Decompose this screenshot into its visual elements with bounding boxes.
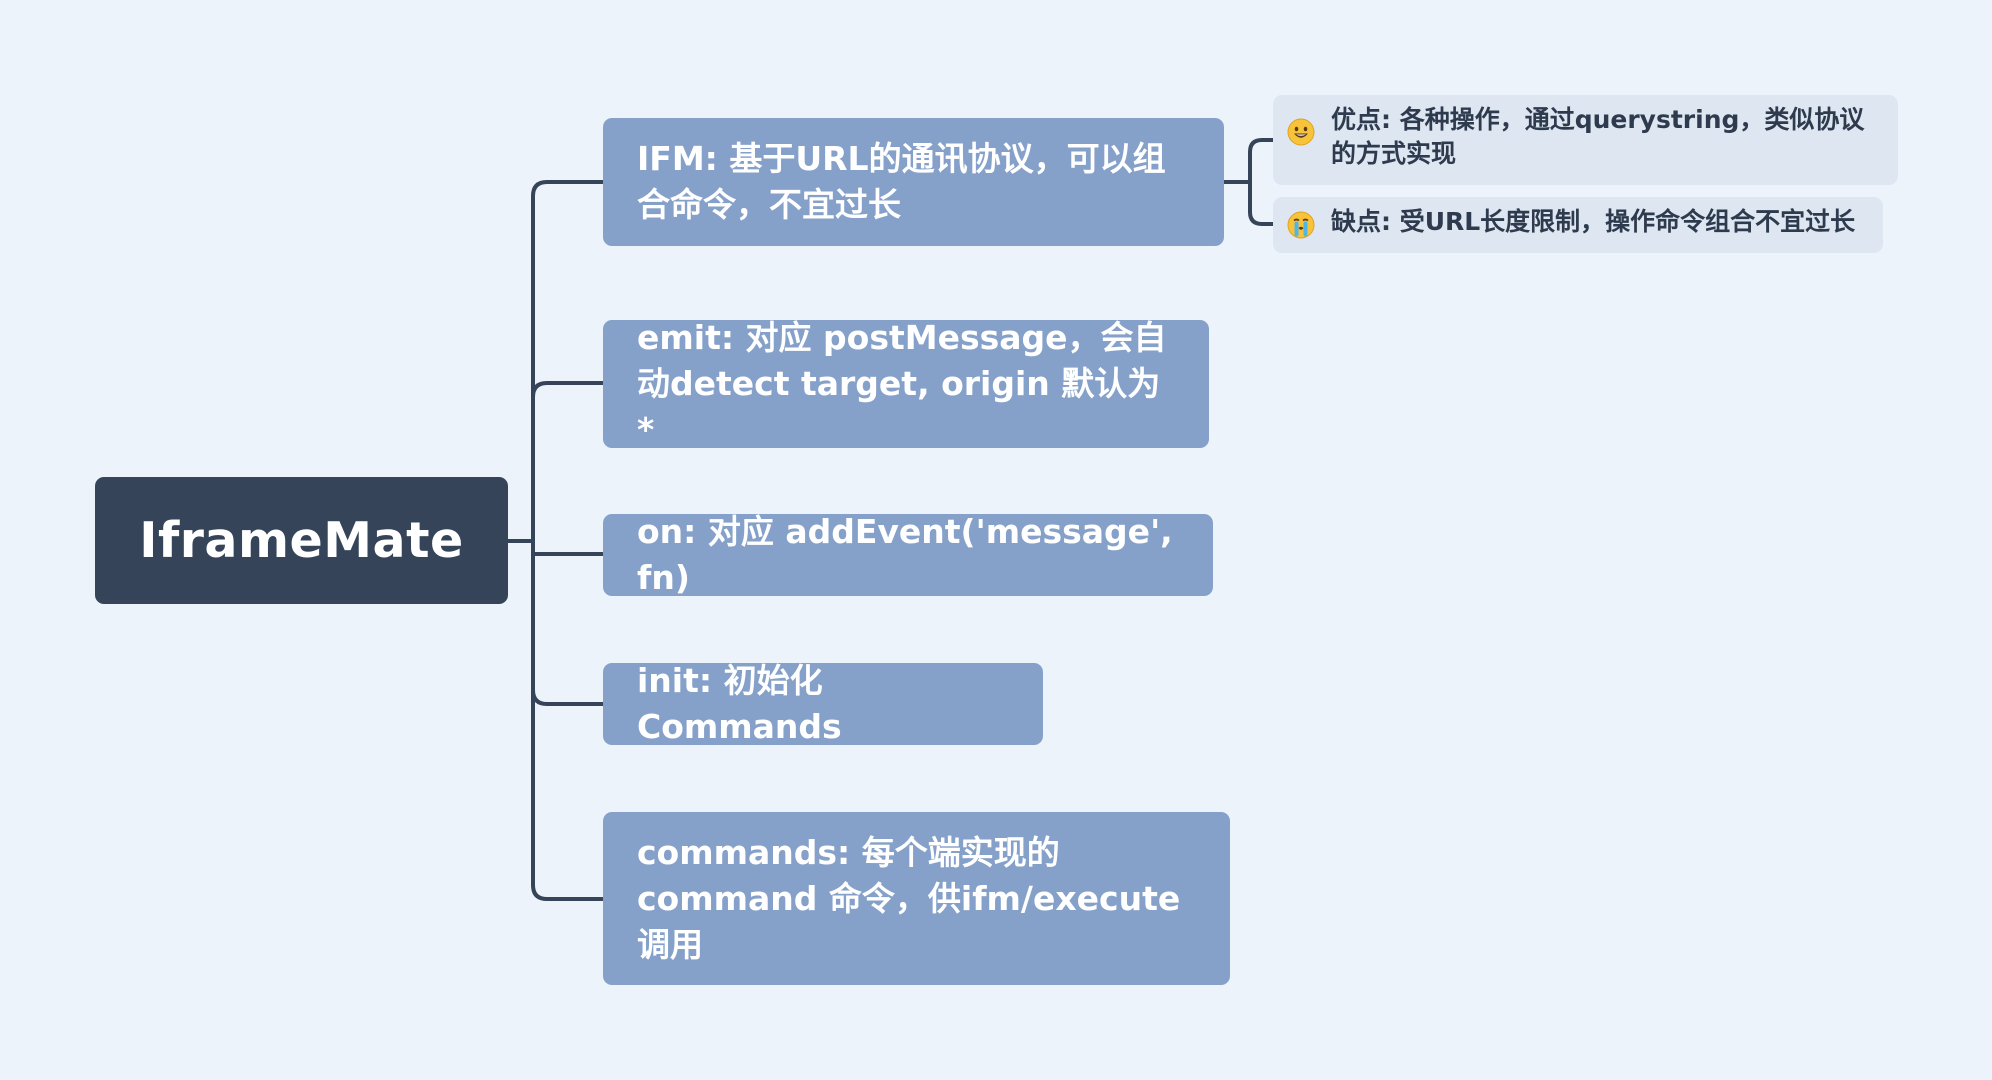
branch-topic-label: IFM: 基于URL的通讯协议，可以组合命令，不宜过长: [637, 139, 1166, 224]
branch-connector-2: [531, 381, 607, 399]
branch-topic-ifm[interactable]: IFM: 基于URL的通讯协议，可以组合命令，不宜过长: [603, 118, 1224, 246]
sub-topic-pros[interactable]: 优点: 各种操作，通过querystring，类似协议的方式实现: [1273, 95, 1898, 185]
branch-topic-init[interactable]: init: 初始化 Commands: [603, 661, 1043, 746]
branch-topic-label: init: 初始化 Commands: [637, 661, 842, 746]
root-topic-label: IframeMate: [139, 512, 464, 569]
sub-topic-label: 优点: 各种操作，通过querystring，类似协议的方式实现: [1331, 105, 1865, 168]
sub-topic-cons[interactable]: 缺点: 受URL长度限制，操作命令组合不宜过长: [1273, 197, 1883, 253]
grinning-face-icon: [1287, 118, 1315, 146]
root-topic[interactable]: IframeMate: [95, 477, 508, 604]
branch-topic-commands[interactable]: commands: 每个端实现的 command 命令，供ifm/execute…: [603, 812, 1230, 985]
branch-connector-4: [531, 688, 607, 706]
branch-topic-label: on: 对应 addEvent('message', fn): [637, 512, 1173, 597]
branch-topic-emit[interactable]: emit: 对应 postMessage，会自动detect target, o…: [603, 318, 1209, 449]
trunk-connector: [531, 180, 607, 901]
sub-topic-label: 缺点: 受URL长度限制，操作命令组合不宜过长: [1331, 207, 1856, 236]
crying-face-icon: [1287, 211, 1315, 239]
branch-topic-on[interactable]: on: 对应 addEvent('message', fn): [603, 512, 1213, 597]
branch-topic-label: commands: 每个端实现的 command 命令，供ifm/execute…: [637, 832, 1181, 964]
sub-connector: [1221, 138, 1275, 226]
branch-topic-label: emit: 对应 postMessage，会自动detect target, o…: [637, 318, 1167, 449]
